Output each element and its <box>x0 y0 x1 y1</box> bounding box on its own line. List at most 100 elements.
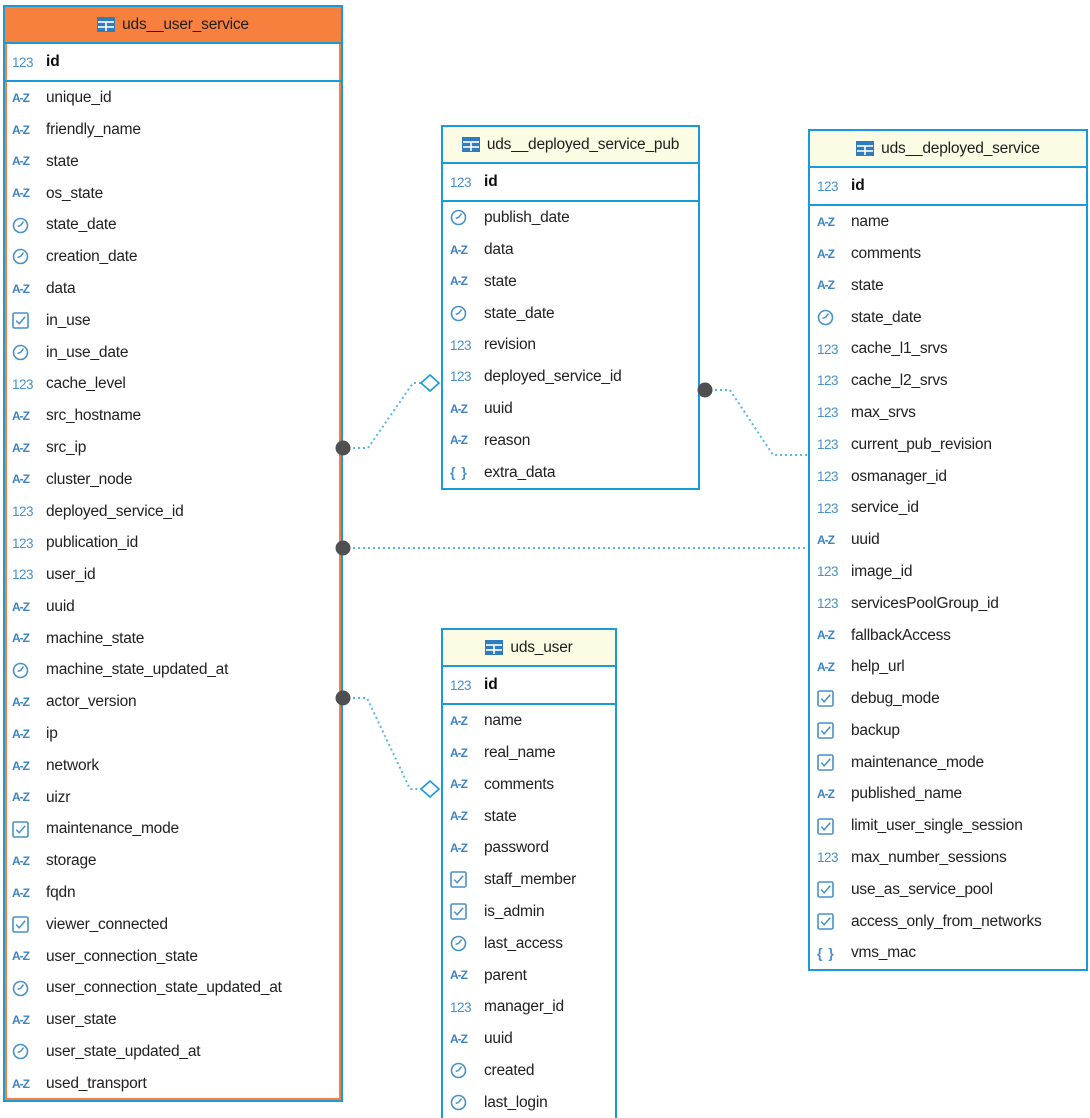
table-header[interactable]: uds__deployed_service_pub <box>443 127 698 164</box>
connector-uds__user_service--uds_user[interactable] <box>343 697 421 790</box>
column-row-machine_state_updated_at[interactable]: machine_state_updated_at <box>5 654 341 686</box>
text-type-icon: A-Z <box>450 401 468 416</box>
numeric-type-icon: 123 <box>817 436 839 452</box>
column-row-is_admin[interactable]: is_admin <box>443 896 615 928</box>
column-row-extra_data[interactable]: { }extra_data <box>443 456 698 488</box>
column-row-state_date[interactable]: state_date <box>5 209 341 241</box>
column-row-user_connection_state_updated_at[interactable]: user_connection_state_updated_at <box>5 972 341 1004</box>
column-row-last_access[interactable]: last_access <box>443 928 615 960</box>
column-row-in_use[interactable]: in_use <box>5 305 341 337</box>
column-row-publish_date[interactable]: publish_date <box>443 202 698 234</box>
column-row-state_date[interactable]: state_date <box>810 301 1086 333</box>
table-header[interactable]: uds__deployed_service <box>810 131 1086 168</box>
column-row-debug_mode[interactable]: debug_mode <box>810 683 1086 715</box>
column-row-viewer_connected[interactable]: viewer_connected <box>5 909 341 941</box>
pk-row[interactable]: 123 id <box>443 667 615 705</box>
column-row-limit_user_single_session[interactable]: limit_user_single_session <box>810 810 1086 842</box>
column-row-created[interactable]: created <box>443 1055 615 1087</box>
column-row-maintenance_mode[interactable]: maintenance_mode <box>810 747 1086 779</box>
column-row-backup[interactable]: backup <box>810 715 1086 747</box>
table-header[interactable]: uds_user <box>443 630 615 667</box>
text-type-icon: A-Z <box>817 628 835 643</box>
column-row-use_as_service_pool[interactable]: use_as_service_pool <box>810 874 1086 906</box>
pk-row[interactable]: 123 id <box>5 44 341 82</box>
column-row-maintenance_mode[interactable]: maintenance_mode <box>5 813 341 845</box>
column-row-vms_mac[interactable]: { }vms_mac <box>810 937 1086 969</box>
column-row-in_use_date[interactable]: in_use_date <box>5 336 341 368</box>
column-name: name <box>851 213 889 231</box>
column-row-access_only_from_networks[interactable]: access_only_from_networks <box>810 906 1086 938</box>
text-type-icon: A-Z <box>450 809 468 824</box>
pk-row[interactable]: 123 id <box>810 168 1086 206</box>
column-row-creation_date[interactable]: creation_date <box>5 241 341 273</box>
connector-uds__deployed_service_pub--uds__deployed_service[interactable] <box>705 389 807 456</box>
table-header[interactable]: uds__user_service <box>5 7 341 44</box>
connector-endpoint-diamond[interactable] <box>419 373 441 393</box>
connector-endpoint-diamond[interactable] <box>419 779 441 799</box>
column-row-state_date[interactable]: state_date <box>443 297 698 329</box>
column-row-last_login[interactable]: last_login <box>443 1087 615 1118</box>
er-table-uds__deployed_service_pub[interactable]: uds__deployed_service_pub 123 id publish… <box>441 125 700 491</box>
column-row-staff_member[interactable]: staff_member <box>443 864 615 896</box>
connector-uds__user_service--uds__deployed_service_pub[interactable] <box>343 382 421 449</box>
column-row-user_state_updated_at[interactable]: user_state_updated_at <box>5 1036 341 1068</box>
pk-row[interactable]: 123 id <box>443 164 698 202</box>
